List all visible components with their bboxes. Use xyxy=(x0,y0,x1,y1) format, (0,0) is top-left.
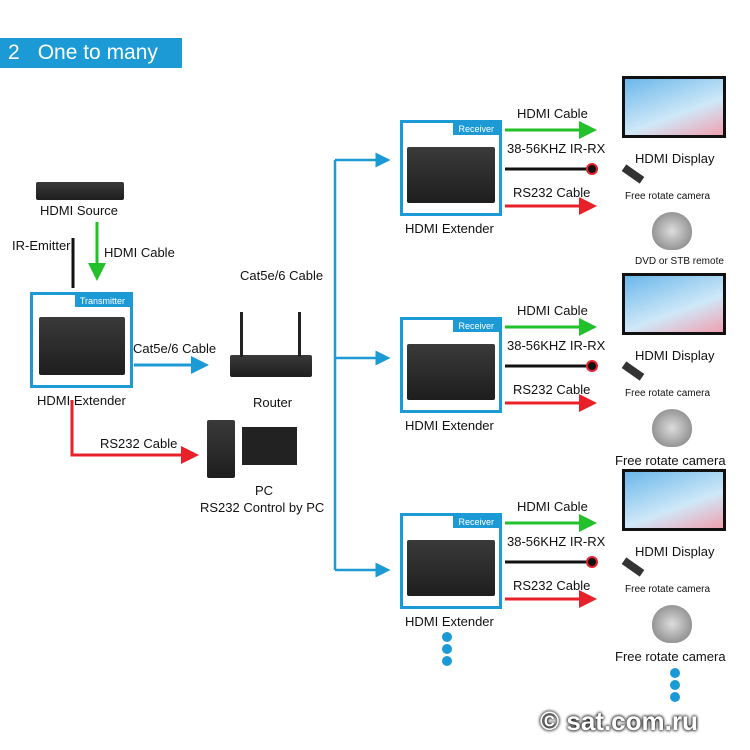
remote-label: Free rotate camera xyxy=(625,584,711,595)
display-label: HDMI Display xyxy=(635,544,715,559)
camera-icon xyxy=(652,212,692,250)
transmitter-tag: Transmitter xyxy=(74,295,130,307)
rs232-cable-label: RS232 Cable xyxy=(513,382,591,397)
receiver-box: Receiver xyxy=(400,317,502,413)
camera-icon xyxy=(652,605,692,643)
pc-label: PC xyxy=(255,483,274,498)
receiver-tag: Receiver xyxy=(453,320,499,332)
receiver-label: HDMI Extender xyxy=(405,614,494,629)
hdmi-display xyxy=(622,469,726,531)
router-device xyxy=(230,355,312,377)
receiver-label: HDMI Extender xyxy=(405,418,494,433)
ir-rx-label: 38-56KHZ IR-RX xyxy=(507,141,606,156)
hdmi-source-device xyxy=(36,182,124,200)
transmitter-label: HDMI Extender xyxy=(37,393,126,408)
hdmi-cable-label: HDMI Cable xyxy=(517,106,588,121)
camera-label: DVD or STB remote xyxy=(635,256,724,267)
receiver-device xyxy=(407,147,495,203)
router-cable-label: Cat5e/6 Cable xyxy=(240,268,324,283)
hdmi-source-label: HDMI Source xyxy=(40,203,119,218)
ir-receiver-icon xyxy=(586,556,598,568)
rs232-cable-label: RS232 Cable xyxy=(513,185,591,200)
receiver-box: Receiver xyxy=(400,513,502,609)
hdmi-cable-label: HDMI Cable xyxy=(517,303,588,318)
receiver-device xyxy=(407,540,495,596)
transmitter-box: Transmitter xyxy=(30,292,133,388)
section-title-text: One to many xyxy=(37,41,158,64)
hdmi-cable-label: HDMI Cable xyxy=(517,499,588,514)
receiver-box: Receiver xyxy=(400,120,502,216)
remote-label: Free rotate camera xyxy=(625,191,711,202)
hdmi-display xyxy=(622,273,726,335)
pc-monitor xyxy=(242,427,297,465)
display-label: HDMI Display xyxy=(635,348,715,363)
cat-cable-label: Cat5e/6 Cable xyxy=(133,341,217,356)
remote-label: Free rotate camera xyxy=(625,388,711,399)
pc-tower xyxy=(207,420,235,478)
section-number: 2 xyxy=(8,41,20,64)
hdmi-display xyxy=(622,76,726,138)
router-label: Router xyxy=(253,395,293,410)
camera-label: Free rotate camera xyxy=(615,649,726,664)
receiver-tag: Receiver xyxy=(453,516,499,528)
ir-receiver-icon xyxy=(586,360,598,372)
camera-label: Free rotate camera xyxy=(615,453,726,468)
ir-rx-label: 38-56KHZ IR-RX xyxy=(507,338,606,353)
section-title: 2 One to many xyxy=(0,38,182,68)
ir-receiver-icon xyxy=(586,163,598,175)
hdmi-cable-label: HDMI Cable xyxy=(104,245,175,260)
rs232-cable-arrow xyxy=(70,400,199,464)
rs232-cable-label: RS232 Cable xyxy=(513,578,591,593)
receiver-device xyxy=(407,344,495,400)
rs232-cable-label: RS232 Cable xyxy=(100,436,178,451)
display-label: HDMI Display xyxy=(635,151,715,166)
ir-emitter-label: IR-Emitter xyxy=(12,238,71,253)
receiver-tag: Receiver xyxy=(453,123,499,135)
transmitter-device xyxy=(39,317,125,375)
receiver-label: HDMI Extender xyxy=(405,221,494,236)
pc-sub-label: RS232 Control by PC xyxy=(200,500,325,515)
watermark: © sat.com.ru xyxy=(540,706,698,736)
ir-rx-label: 38-56KHZ IR-RX xyxy=(507,534,606,549)
camera-icon xyxy=(652,409,692,447)
